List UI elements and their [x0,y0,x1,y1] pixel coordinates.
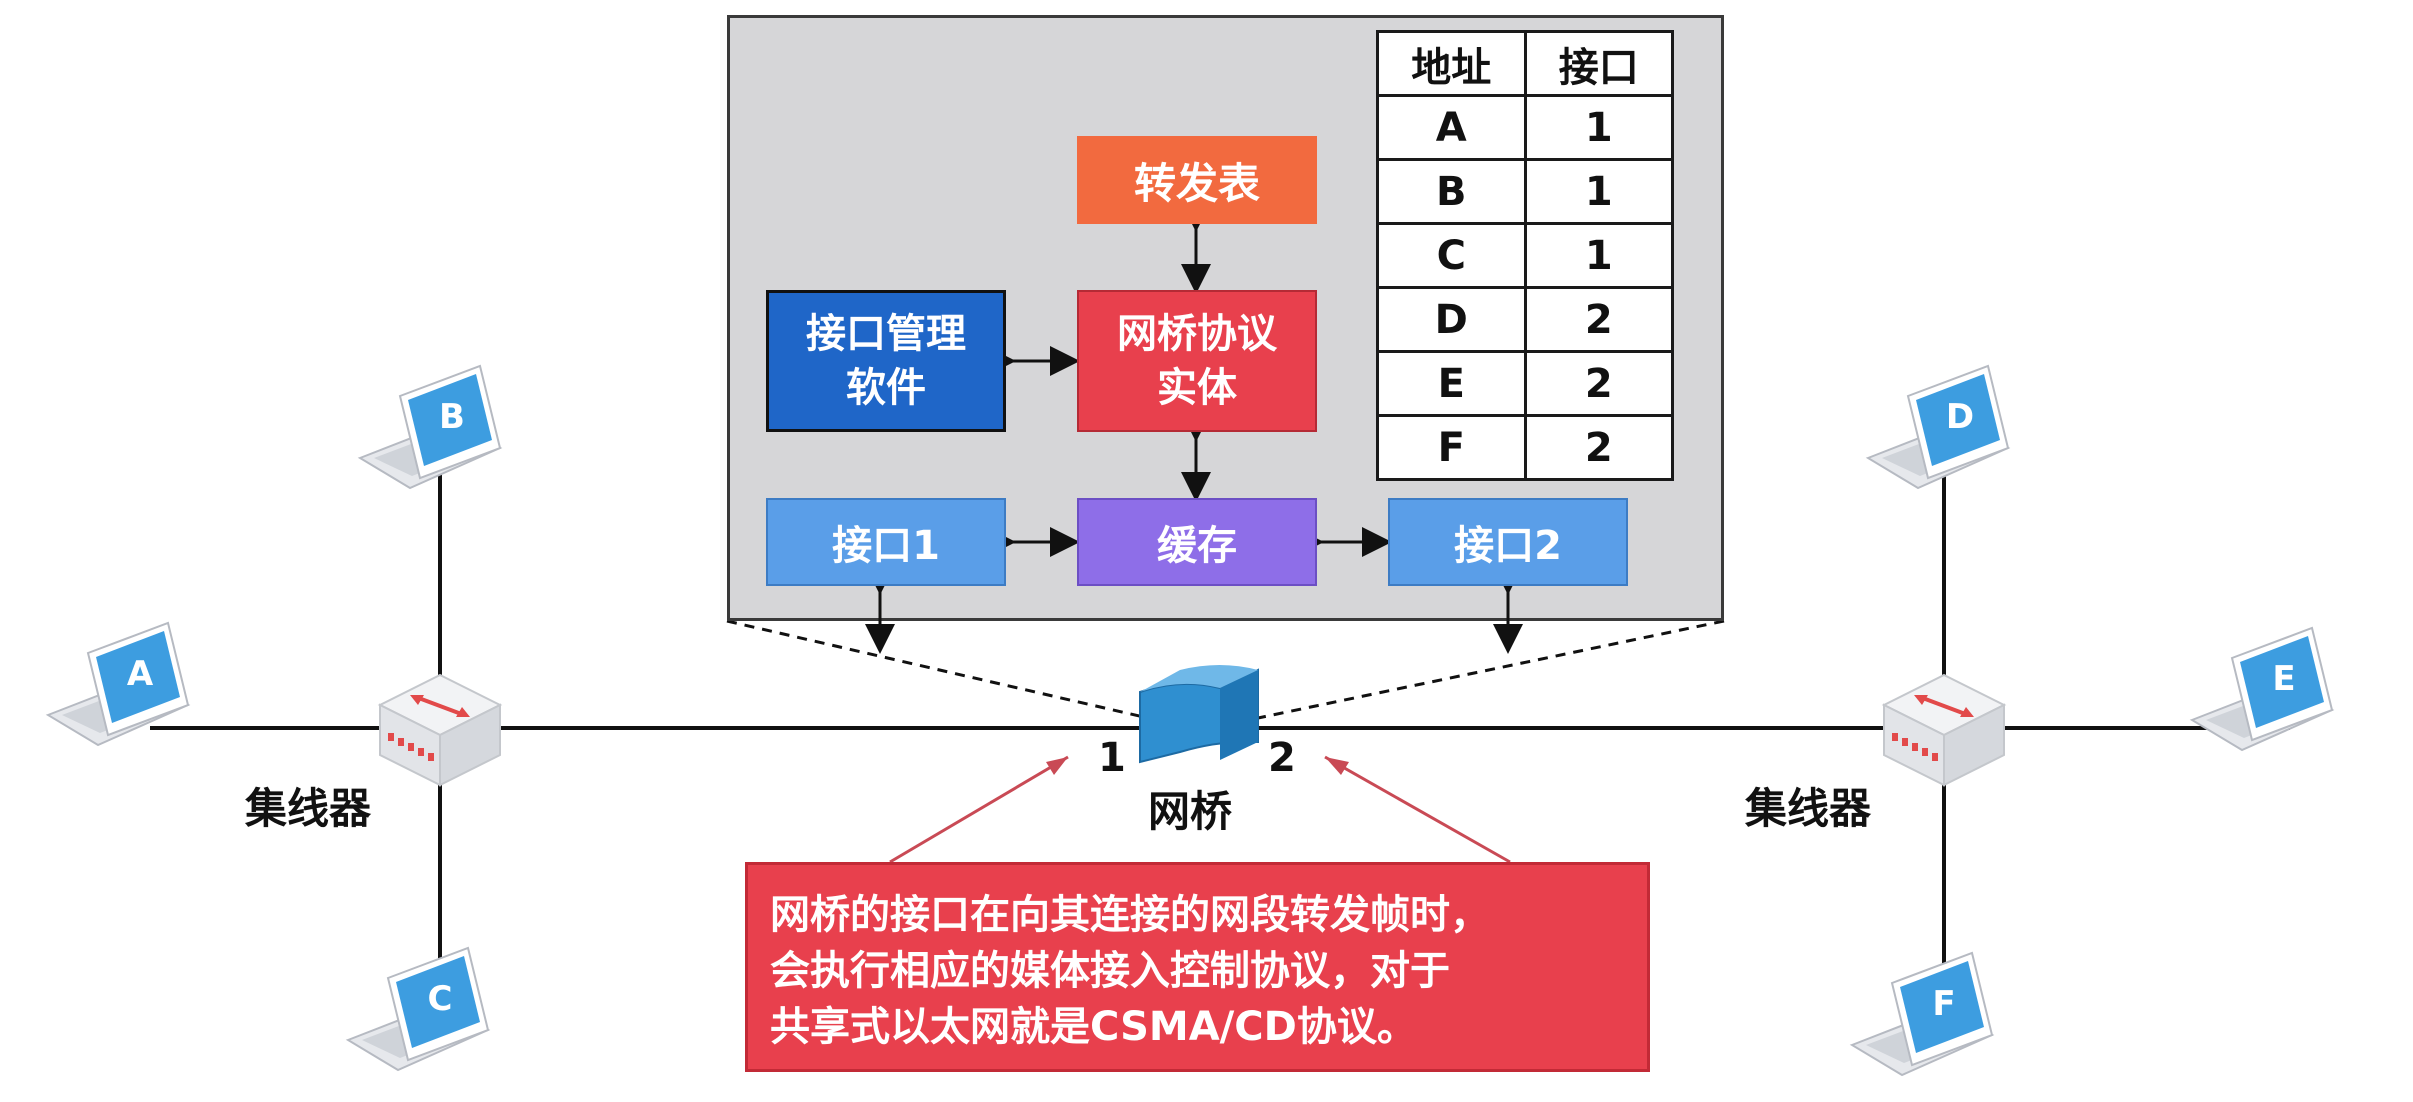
bridge-protocol-label-line1: 网桥协议 [1117,311,1277,357]
callout-line3: 共享式以太网就是CSMA/CD协议。 [770,1004,1417,1050]
laptop-e-icon: E [2191,627,2333,751]
cell-address: F [1376,414,1527,481]
cell-port: 1 [1523,94,1674,161]
port-management-label-line1: 接口管理 [806,311,966,357]
bridge-port2-label: 2 [1268,735,1296,781]
zoom-line-right [1257,619,1725,720]
table-row: F 2 [1376,414,1674,481]
csma-cd-callout: 网桥的接口在向其连接的网段转发帧时， 会执行相应的媒体接入控制协议，对于 共享式… [745,862,1650,1072]
hub-left-icon [378,673,502,787]
hub-right-label: 集线器 [1745,784,1872,833]
hub-right-icon [1882,673,2006,787]
laptop-f-icon: F [1851,952,1993,1076]
cell-address: C [1376,222,1527,289]
host-f-label: F [1932,984,1955,1024]
bridge-protocol-block: 网桥协议 实体 [1077,290,1317,432]
table-header-row: 地址 接口 [1376,30,1674,97]
cell-address: E [1376,350,1527,417]
cell-port: 2 [1523,286,1674,353]
table-row: A 1 [1376,94,1674,161]
bridge-port1-label: 1 [1098,735,1126,781]
buffer-label: 缓存 [1157,523,1237,569]
cell-address: D [1376,286,1527,353]
port1-label: 接口1 [832,523,940,569]
zoom-line-left [726,619,1149,720]
table-row: D 2 [1376,286,1674,353]
hub-left-label: 集线器 [245,784,372,833]
bridge-protocol-label-line2: 实体 [1157,365,1237,411]
port-management-block: 接口管理 软件 [766,290,1006,432]
cell-port: 2 [1523,414,1674,481]
bridge-icon [1139,665,1259,764]
host-c-label: C [428,979,453,1019]
header-port: 接口 [1523,30,1674,97]
host-e-label: E [2272,659,2295,699]
laptop-d-icon: D [1867,365,2009,489]
forwarding-table: 地址 接口 A 1 B 1 C 1 D 2 E 2 F 2 [1376,30,1674,481]
callout-line2: 会执行相应的媒体接入控制协议，对于 [770,948,1450,994]
port-management-label-line2: 软件 [846,365,926,411]
cell-address: B [1376,158,1527,225]
table-row: B 1 [1376,158,1674,225]
table-row: C 1 [1376,222,1674,289]
callout-pointer-2 [1324,755,1511,864]
header-address: 地址 [1376,30,1527,97]
laptop-a-icon: A [47,622,189,746]
callout-line1: 网桥的接口在向其连接的网段转发帧时， [770,892,1490,938]
port2-label: 接口2 [1454,523,1562,569]
cell-address: A [1376,94,1527,161]
laptop-c-icon: C [347,947,489,1071]
table-row: E 2 [1376,350,1674,417]
host-b-label: B [439,397,465,437]
forwarding-table-block: 转发表 [1077,136,1317,224]
host-a-label: A [127,654,154,694]
cell-port: 1 [1523,222,1674,289]
bridge-label: 网桥 [1148,787,1233,836]
buffer-block: 缓存 [1077,498,1317,586]
port1-block: 接口1 [766,498,1006,586]
cell-port: 1 [1523,158,1674,225]
forwarding-table-block-label: 转发表 [1133,158,1260,208]
host-d-label: D [1946,397,1974,437]
callout-pointer-1 [889,755,1069,864]
cell-port: 2 [1523,350,1674,417]
laptop-b-icon: B [359,365,501,489]
port2-block: 接口2 [1388,498,1628,586]
